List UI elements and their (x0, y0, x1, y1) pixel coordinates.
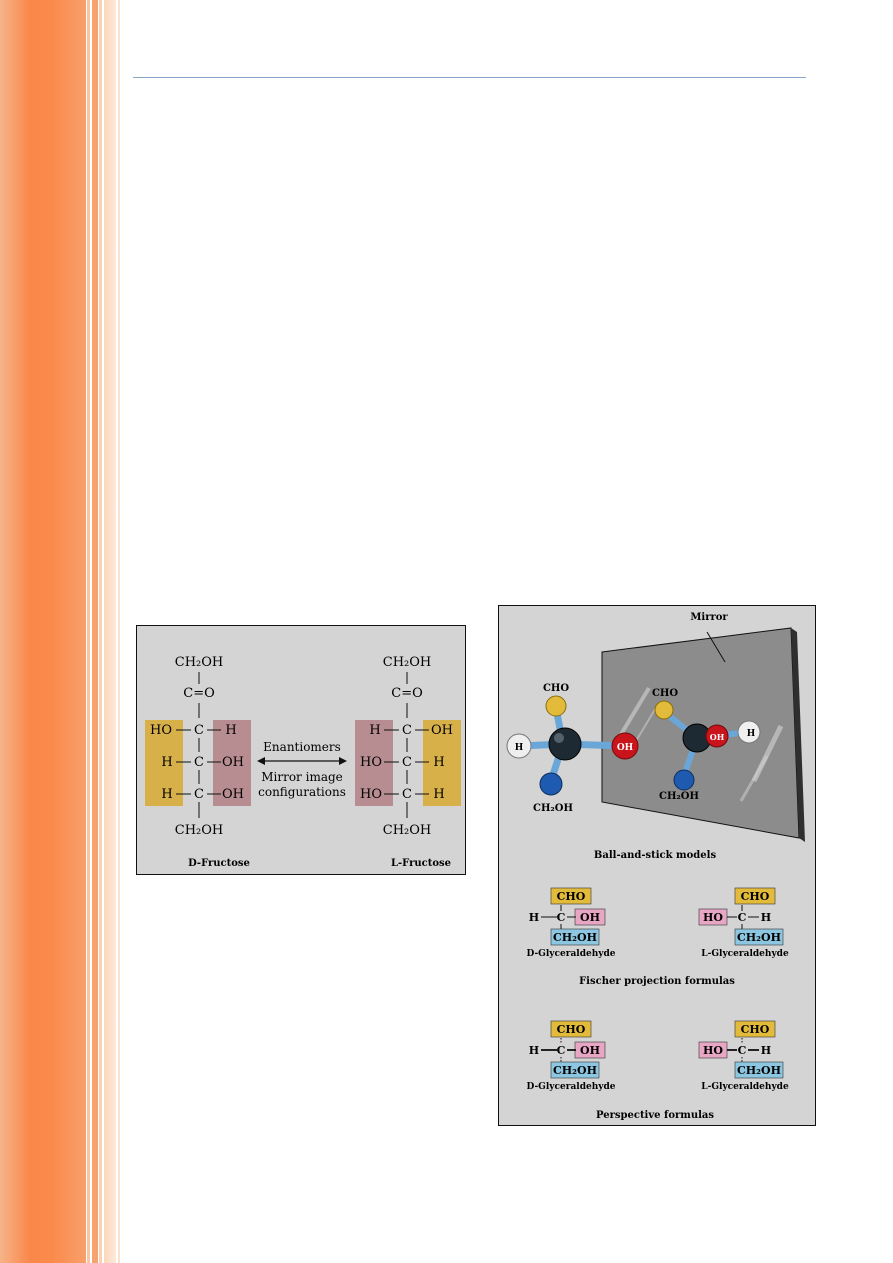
left-cho-label: CHO (543, 683, 569, 694)
fischer-l-left: HO (703, 911, 723, 924)
fischer-caption: Fischer projection formulas (579, 976, 735, 987)
right-ch2oh-label: CH₂OH (659, 791, 699, 802)
l-row3-right: H (433, 787, 444, 802)
fischer-d-glyceraldehyde: CHO H C OH CH₂OH D-Glyceraldehyde (526, 887, 616, 959)
perspective-caption: Perspective formulas (596, 1110, 714, 1121)
perspective-l-right: H (761, 1044, 771, 1057)
sidebar-stripe (92, 0, 98, 1263)
perspective-l-glyceraldehyde: CHO HO C H CH₂OH L-Glyceraldehyde (698, 1020, 789, 1092)
perspective-d-bottom: CH₂OH (553, 1064, 597, 1077)
l-bottom: CH₂OH (383, 823, 432, 838)
right-cho-label: CHO (652, 688, 678, 699)
ball-stick-caption: Ball-and-stick models (594, 850, 717, 861)
fischer-d-top: CHO (557, 890, 586, 903)
svg-text:C: C (194, 787, 204, 802)
sidebar-stripe (118, 0, 120, 1263)
l-right-highlight (423, 720, 461, 806)
glyceraldehyde-figure: Mirror CHO H OH CH₂OH CHO OH H CH₂OH Bal… (498, 605, 816, 1126)
perspective-l-center: C (738, 1044, 747, 1057)
fischer-l-center: C (738, 911, 747, 924)
l-row2-right: H (433, 755, 444, 770)
glyceraldehyde-diagram: Mirror CHO H OH CH₂OH CHO OH H CH₂OH Bal… (506, 612, 805, 1121)
right-h-label: H (747, 729, 756, 739)
d-bottom: CH₂OH (175, 823, 224, 838)
right-oh-label: OH (710, 732, 725, 742)
left-oh-label: OH (617, 743, 634, 753)
mirror-label: Mirror (690, 612, 728, 623)
d-row2-right: OH (222, 755, 244, 770)
perspective-d-left: H (529, 1044, 539, 1057)
fructose-enantiomers-figure: CH₂OH C=O HO C H H C OH H C OH CH₂OH D-F… (136, 625, 466, 875)
sidebar-stripe (104, 0, 116, 1263)
left-h-label: H (515, 743, 524, 753)
arrow-top-text: Enantiomers (263, 740, 341, 754)
fischer-d-left: H (529, 911, 539, 924)
perspective-l-label: L-Glyceraldehyde (701, 1082, 789, 1092)
fischer-d-center: C (557, 911, 566, 924)
svg-text:C: C (194, 723, 204, 738)
l-row1-right: OH (431, 723, 453, 738)
svg-text:C: C (402, 723, 412, 738)
svg-text:C: C (402, 755, 412, 770)
l-row2-left: HO (360, 755, 382, 770)
d-fructose-label: D-Fructose (188, 858, 250, 869)
fischer-l-right: H (761, 911, 771, 924)
d-left-highlight (145, 720, 183, 806)
header-rule (133, 77, 806, 78)
perspective-l-bottom: CH₂OH (737, 1064, 781, 1077)
perspective-l-top: CHO (741, 1023, 770, 1036)
d-fructose-structure: CH₂OH C=O HO C H H C OH H C OH CH₂OH D-F… (150, 655, 250, 869)
l-fructose-label: L-Fructose (391, 858, 451, 869)
fischer-l-bottom: CH₂OH (737, 931, 781, 944)
fischer-l-label: L-Glyceraldehyde (701, 949, 789, 959)
perspective-d-center: C (557, 1044, 566, 1057)
left-ch2oh-label: CH₂OH (533, 803, 573, 814)
d-right-highlight (213, 720, 251, 806)
l-top: CH₂OH (383, 655, 432, 670)
enantiomer-arrow: Enantiomers Mirror image configurations (257, 740, 347, 799)
mirror-edge (791, 628, 805, 842)
fischer-d-bottom: CH₂OH (553, 931, 597, 944)
svg-text:C: C (402, 787, 412, 802)
sidebar-stripe (87, 0, 90, 1263)
l-fructose-structure: CH₂OH C=O H C OH HO C H HO C H CH₂OH L-F… (360, 655, 453, 869)
fructose-diagram: CH₂OH C=O HO C H H C OH H C OH CH₂OH D-F… (145, 655, 461, 869)
perspective-d-top: CHO (557, 1023, 586, 1036)
fischer-d-label: D-Glyceraldehyde (526, 949, 615, 959)
arrow-bottom-text-2: configurations (258, 785, 346, 799)
l-left-highlight (355, 720, 393, 806)
fischer-l-top: CHO (741, 890, 770, 903)
d-carbonyl: C=O (183, 686, 215, 701)
l-row3-left: HO (360, 787, 382, 802)
perspective-d-right: OH (580, 1044, 600, 1057)
left-ball-stick-model: CHO H OH CH₂OH (506, 683, 639, 814)
arrow-bottom-text-1: Mirror image (261, 770, 343, 784)
perspective-d-label: D-Glyceraldehyde (526, 1082, 615, 1092)
d-row3-right: OH (222, 787, 244, 802)
l-carbonyl: C=O (391, 686, 423, 701)
fischer-l-glyceraldehyde: CHO HO C H CH₂OH L-Glyceraldehyde (698, 887, 789, 959)
d-row3-left: H (161, 787, 172, 802)
page-sidebar (0, 0, 86, 1263)
svg-text:C: C (194, 755, 204, 770)
sidebar-stripe (99, 0, 102, 1263)
perspective-l-left: HO (703, 1044, 723, 1057)
fischer-d-right: OH (580, 911, 600, 924)
perspective-d-glyceraldehyde: CHO H C OH CH₂OH D-Glyceraldehyde (526, 1020, 616, 1092)
d-row2-left: H (161, 755, 172, 770)
d-top: CH₂OH (175, 655, 224, 670)
d-row1-left: HO (150, 723, 172, 738)
right-ball-stick-model: CHO OH H CH₂OH (652, 688, 761, 802)
d-row1-right: H (225, 723, 236, 738)
l-row1-left: H (369, 723, 380, 738)
mirror-pointer (706, 631, 726, 663)
